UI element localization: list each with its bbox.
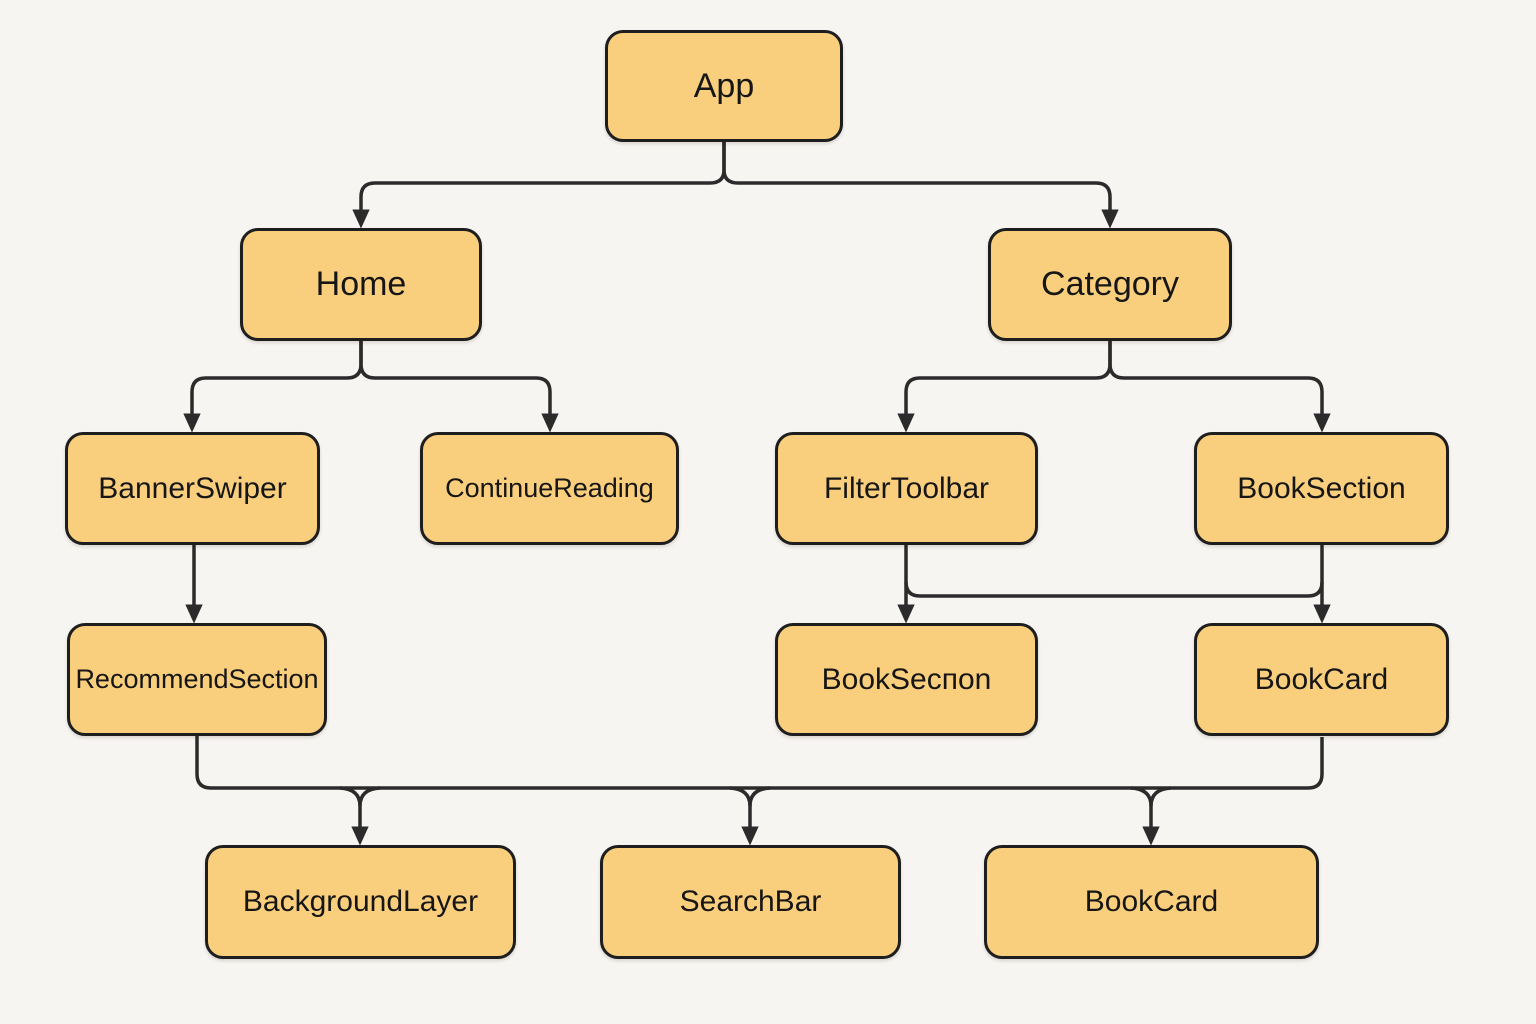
edge-drop-book-card-2 bbox=[1130, 786, 1160, 846]
node-label-book-card-2: BookCard bbox=[1084, 885, 1219, 918]
node-book-card: BookCard bbox=[1194, 623, 1449, 736]
node-label-book-section-2: BookSecпon bbox=[821, 662, 992, 696]
edge-drop-background-layer bbox=[339, 786, 369, 846]
edge-funnel-search-bar bbox=[748, 786, 771, 807]
node-app: App bbox=[605, 30, 843, 142]
edge-app-home bbox=[352, 142, 726, 229]
edge-category-filter-toolbar bbox=[897, 341, 1112, 433]
node-label-home: Home bbox=[315, 265, 407, 303]
node-label-recommend-section: RecommendSection bbox=[75, 664, 319, 694]
edge-category-book-section bbox=[1108, 341, 1331, 433]
node-label-continue-reading: ContinueReading bbox=[445, 473, 654, 503]
node-label-app: App bbox=[693, 66, 755, 105]
node-search-bar: SearchBar bbox=[600, 845, 901, 959]
node-book-section: BookSection bbox=[1194, 432, 1449, 545]
edge-bus-filter-booksection bbox=[904, 581, 1324, 598]
node-label-background-layer: BackgroundLayer bbox=[242, 885, 479, 918]
edge-drop-search-bar bbox=[729, 786, 759, 846]
node-label-filter-toolbar: FilterToolbar bbox=[823, 471, 990, 505]
node-background-layer: BackgroundLayer bbox=[205, 845, 516, 959]
edge-funnel-background-layer bbox=[358, 786, 381, 807]
node-label-banner-swiper: BannerSwiper bbox=[98, 471, 287, 505]
edge-app-category bbox=[722, 142, 1119, 229]
node-label-book-section: BookSection bbox=[1237, 471, 1406, 505]
node-recommend-section: RecommendSection bbox=[67, 623, 327, 736]
node-book-card-2: BookCard bbox=[984, 845, 1319, 959]
edge-funnel-book-card-2 bbox=[1149, 786, 1172, 807]
edge-home-banner-swiper bbox=[183, 341, 363, 433]
node-label-search-bar: SearchBar bbox=[679, 885, 822, 918]
node-book-section-2: BookSecпon bbox=[775, 623, 1038, 736]
edge-bus-recommend-bookcard bbox=[195, 736, 1324, 790]
node-continue-reading: ContinueReading bbox=[420, 432, 679, 545]
node-filter-toolbar: FilterToolbar bbox=[775, 432, 1038, 545]
node-label-book-card: BookCard bbox=[1254, 662, 1389, 696]
node-label-category: Category bbox=[1041, 265, 1179, 303]
node-category: Category bbox=[988, 228, 1232, 341]
node-home: Home bbox=[240, 228, 482, 341]
node-banner-swiper: BannerSwiper bbox=[65, 432, 320, 545]
edge-home-continue-reading bbox=[359, 341, 559, 433]
